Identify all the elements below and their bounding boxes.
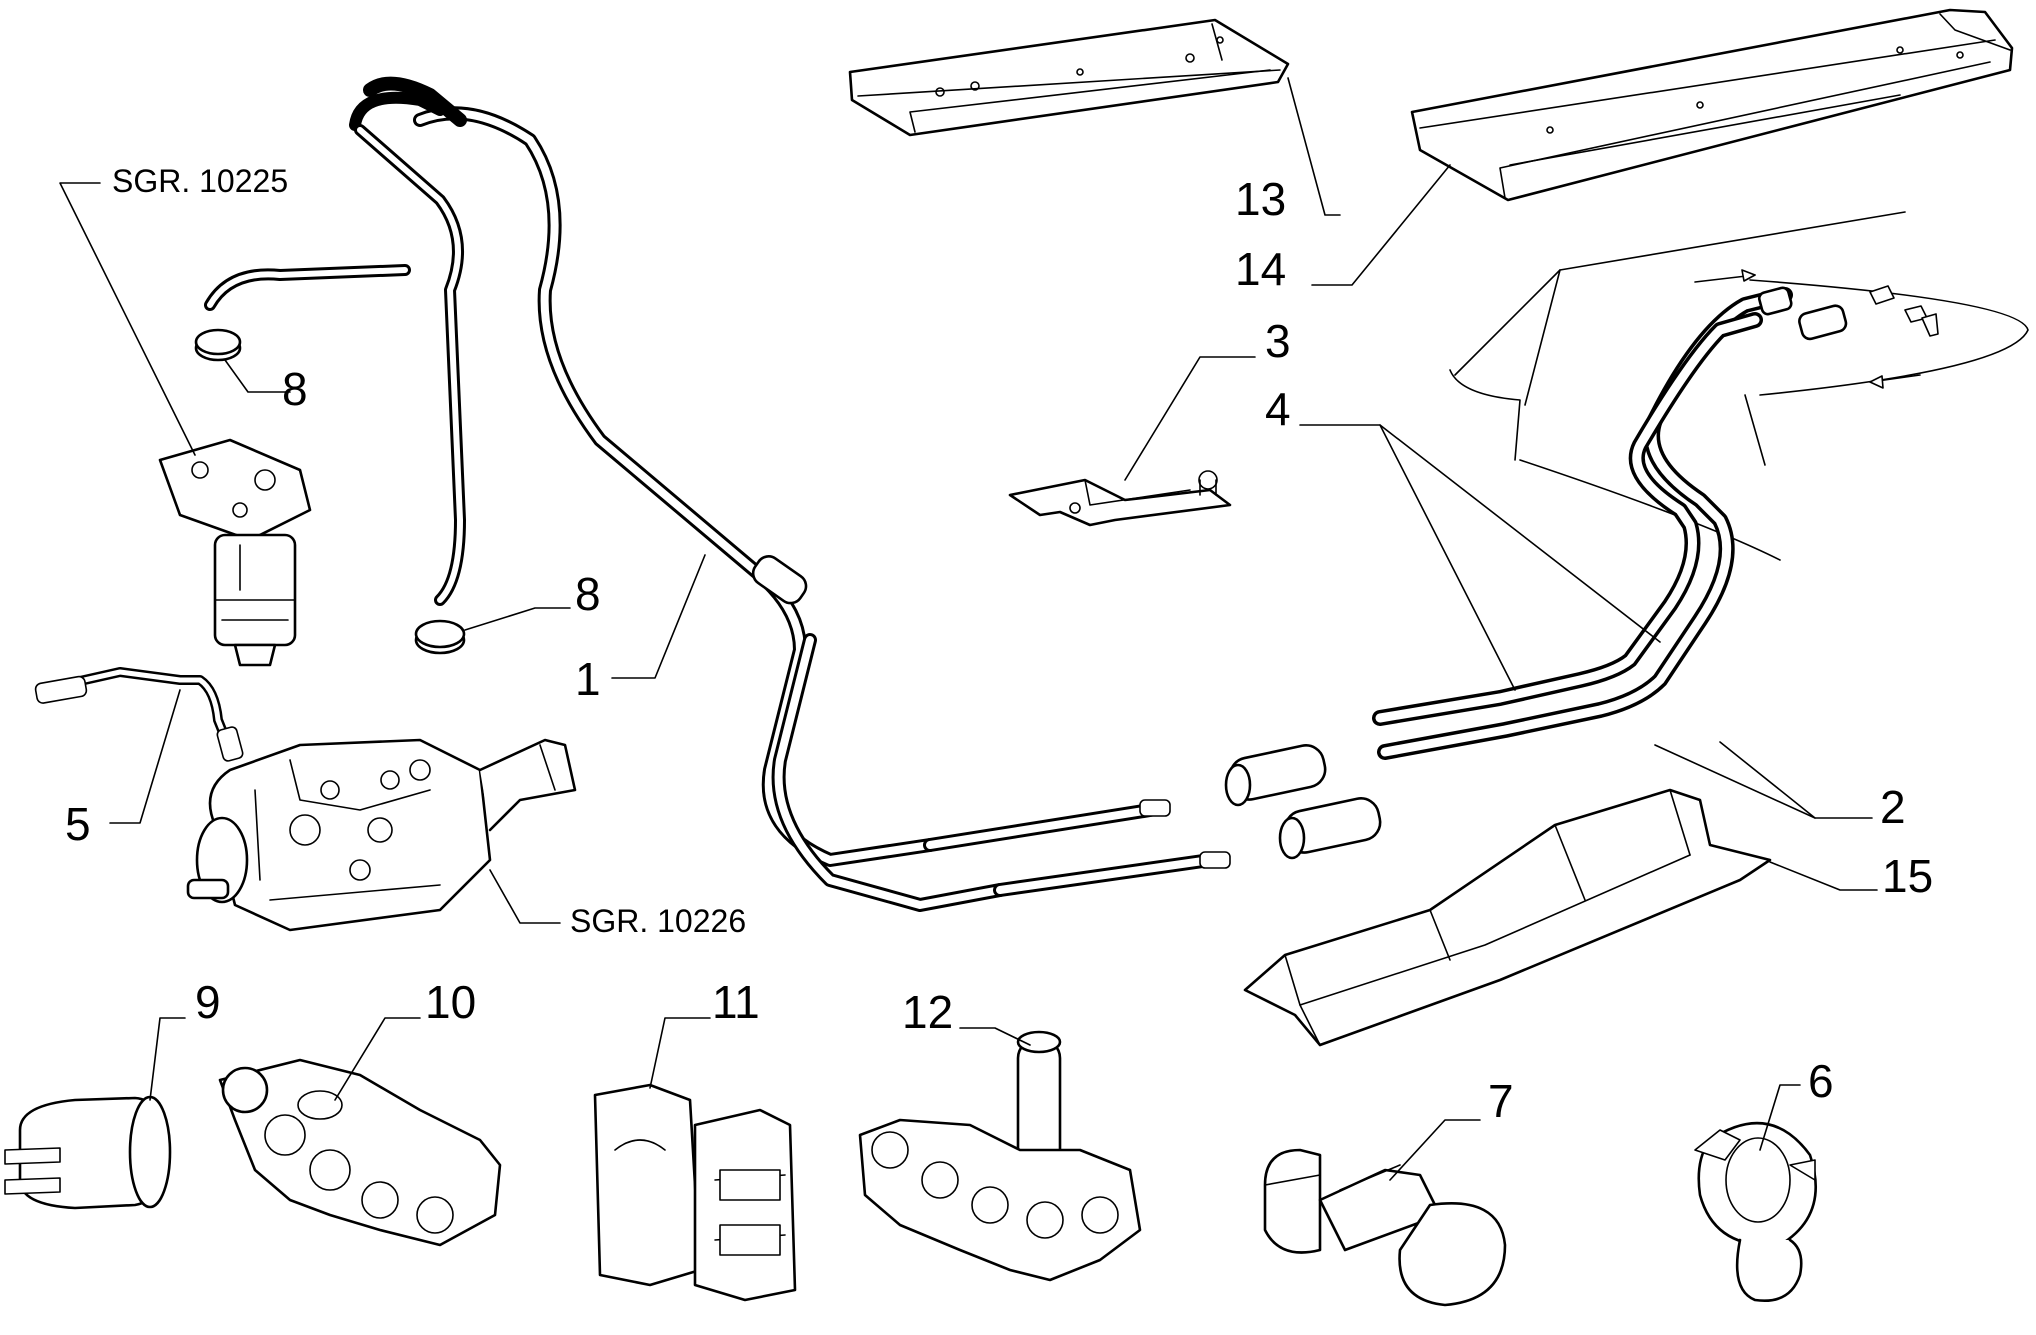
fuel-pipe-4	[1372, 312, 1763, 726]
callout-6: 6	[1808, 1055, 1834, 1107]
protective-shield-15	[1243, 788, 1772, 1047]
callout-8-upper: 8	[282, 363, 308, 415]
leader-lines	[59, 77, 1878, 1181]
callout-14: 14	[1235, 243, 1286, 295]
ref-sgr-10226: SGR. 10226	[570, 903, 746, 939]
ref-sgr-10225: SGR. 10225	[112, 163, 288, 199]
pipe-clip-11	[593, 1083, 797, 1302]
injection-pump-assembly	[186, 738, 577, 932]
fuel-hose-1	[363, 76, 1231, 912]
callout-12: 12	[902, 986, 953, 1038]
underbody-bracket-13	[848, 18, 1290, 137]
callout-8-lower: 8	[575, 568, 601, 620]
leak-off-pipe-5	[34, 667, 244, 762]
callout-4: 4	[1265, 383, 1291, 435]
callout-2: 2	[1880, 781, 1906, 833]
callout-13: 13	[1235, 173, 1286, 225]
pipe-clip-12	[858, 1030, 1142, 1282]
pipe-clip-6	[1694, 1121, 1818, 1303]
callout-7: 7	[1488, 1075, 1514, 1127]
callout-15: 15	[1882, 850, 1933, 902]
callout-11: 11	[712, 976, 760, 1028]
pipe-couplers	[1224, 744, 1382, 860]
callout-3: 3	[1265, 315, 1291, 367]
hose-clamp-8-upper	[194, 328, 242, 362]
fuel-filter-assembly	[158, 438, 312, 667]
pipe-clip-10	[218, 1058, 502, 1247]
grommet-9	[4, 1095, 172, 1210]
callout-5: 5	[65, 798, 91, 850]
bracket-3	[1008, 470, 1232, 527]
fuel-tank-outline	[1449, 211, 2029, 561]
tank-pipe-fittings	[1757, 286, 1848, 341]
callout-1: 1	[575, 653, 601, 705]
callout-10: 10	[425, 976, 476, 1028]
callout-labels: SGR. 10225 SGR. 10226 1 2 3 4 5 6 7 8 8 …	[65, 163, 1933, 1127]
pipe-clip-7	[1263, 1148, 1507, 1307]
hose-clamp-8-lower	[414, 619, 466, 655]
return-hose	[204, 91, 466, 606]
underbody-bracket-14	[1410, 8, 2014, 202]
callout-9: 9	[195, 976, 221, 1028]
